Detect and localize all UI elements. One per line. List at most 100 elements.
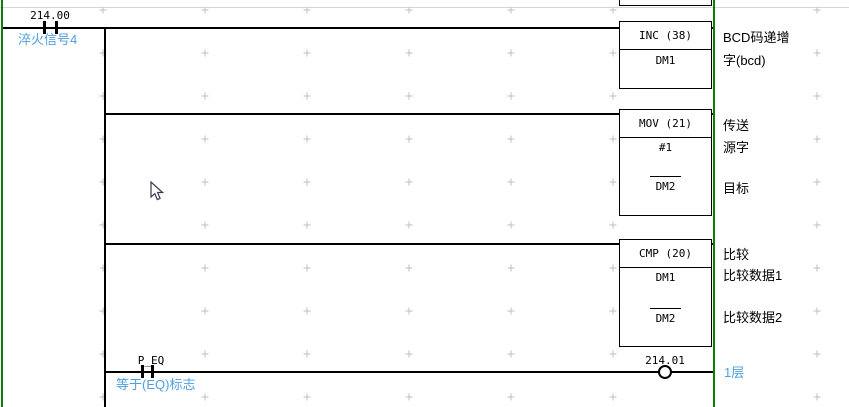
grid-dot bbox=[609, 178, 617, 186]
grid-dot bbox=[507, 6, 515, 14]
contact-address: 214.00 bbox=[30, 9, 70, 22]
grid-dot bbox=[813, 6, 821, 14]
grid-dot bbox=[201, 178, 209, 186]
grid-dot bbox=[99, 92, 107, 100]
grid-dot bbox=[303, 6, 311, 14]
grid-dot bbox=[813, 221, 821, 229]
instruction-block-mov[interactable]: MOV (21) #1 DM2 bbox=[619, 109, 712, 216]
branch-vertical-wire bbox=[104, 27, 106, 407]
grid-dot bbox=[99, 350, 107, 358]
grid-dot bbox=[813, 135, 821, 143]
grid-dot bbox=[507, 307, 515, 315]
mov-branch-wire bbox=[105, 113, 619, 115]
operand-comment: 比较数据1 bbox=[723, 268, 783, 283]
grid-dot bbox=[507, 350, 515, 358]
grid-dot bbox=[201, 92, 209, 100]
grid-dot bbox=[303, 178, 311, 186]
grid-dot bbox=[405, 92, 413, 100]
rung-separator-line bbox=[0, 7, 849, 8]
grid-dot bbox=[813, 92, 821, 100]
instruction-block-cmp[interactable]: CMP (20) DM1 DM2 bbox=[619, 239, 712, 347]
operand-overlined: DM2 bbox=[649, 308, 682, 325]
grid-dot bbox=[813, 307, 821, 315]
grid-dot bbox=[201, 264, 209, 272]
operand-comment: 字(bcd) bbox=[723, 53, 766, 68]
grid-dot bbox=[405, 221, 413, 229]
contact-bar-left-icon bbox=[141, 365, 144, 378]
grid-dot bbox=[99, 178, 107, 186]
contact-comment: 等于(EQ)标志 bbox=[116, 377, 196, 392]
coil-address: 214.01 bbox=[645, 354, 685, 367]
grid-dot bbox=[609, 350, 617, 358]
grid-dot bbox=[99, 307, 107, 315]
grid-dot bbox=[507, 135, 515, 143]
grid-dot bbox=[303, 135, 311, 143]
grid-dot bbox=[813, 49, 821, 57]
contact-comment: 淬火信号4 bbox=[18, 32, 78, 47]
grid-dot bbox=[405, 6, 413, 14]
grid-dot bbox=[609, 6, 617, 14]
grid-dot bbox=[99, 221, 107, 229]
grid-dot bbox=[201, 393, 209, 401]
operand-value: DM1 bbox=[655, 271, 676, 284]
operand-comment: 比较 bbox=[723, 247, 750, 262]
grid-dot bbox=[99, 393, 107, 401]
grid-dot bbox=[201, 6, 209, 14]
grid-dot bbox=[813, 264, 821, 272]
grid-dot bbox=[303, 264, 311, 272]
grid-dot bbox=[507, 393, 515, 401]
grid-dot bbox=[813, 350, 821, 358]
previous-rung-block-partial[interactable] bbox=[619, 0, 712, 6]
contact-name: P_EQ bbox=[137, 354, 165, 367]
operand-comment: 传送 bbox=[723, 118, 750, 133]
grid-dot bbox=[201, 49, 209, 57]
grid-dot bbox=[405, 178, 413, 186]
grid-dot bbox=[609, 221, 617, 229]
operand-comment: 源字 bbox=[723, 140, 750, 155]
instruction-title: MOV (21) bbox=[620, 110, 711, 138]
grid-dot bbox=[303, 350, 311, 358]
grid-dot bbox=[609, 92, 617, 100]
grid-dot bbox=[405, 135, 413, 143]
grid-dot bbox=[99, 264, 107, 272]
grid-dot bbox=[303, 307, 311, 315]
grid-dot bbox=[609, 393, 617, 401]
grid-dot bbox=[405, 307, 413, 315]
operand-value: DM1 bbox=[655, 54, 676, 67]
grid-dot bbox=[405, 393, 413, 401]
grid-dot bbox=[303, 393, 311, 401]
grid-dot bbox=[201, 307, 209, 315]
instruction-title: CMP (20) bbox=[620, 240, 711, 268]
operand-comment: BCD码递增 bbox=[723, 30, 790, 45]
rung2-wire bbox=[105, 371, 714, 373]
grid-dot bbox=[609, 264, 617, 272]
grid-dot bbox=[201, 350, 209, 358]
grid-dot bbox=[303, 221, 311, 229]
coil-circle-icon bbox=[658, 365, 672, 379]
operand-overlined: DM2 bbox=[649, 176, 682, 193]
grid-dot bbox=[201, 221, 209, 229]
left-power-rail bbox=[1, 0, 3, 407]
grid-dot bbox=[99, 49, 107, 57]
grid-dot bbox=[99, 6, 107, 14]
grid-dot bbox=[507, 221, 515, 229]
grid-dot bbox=[507, 178, 515, 186]
grid-dot bbox=[609, 307, 617, 315]
grid-dot bbox=[507, 49, 515, 57]
contact-bar-right-icon bbox=[151, 365, 154, 378]
operand-value: DM2 bbox=[620, 308, 711, 325]
grid-dot bbox=[405, 264, 413, 272]
grid-dot bbox=[99, 135, 107, 143]
grid-dot bbox=[609, 49, 617, 57]
cmp-branch-wire bbox=[105, 243, 619, 245]
grid-dot bbox=[405, 350, 413, 358]
grid-dot bbox=[405, 49, 413, 57]
operand-comment: 目标 bbox=[723, 181, 750, 196]
coil-comment: 1层 bbox=[724, 365, 745, 380]
instruction-block-inc[interactable]: INC (38) DM1 bbox=[619, 21, 712, 89]
instruction-title: INC (38) bbox=[620, 22, 711, 50]
grid-dot bbox=[813, 393, 821, 401]
grid-dot bbox=[303, 92, 311, 100]
rung1-wire bbox=[2, 27, 619, 29]
